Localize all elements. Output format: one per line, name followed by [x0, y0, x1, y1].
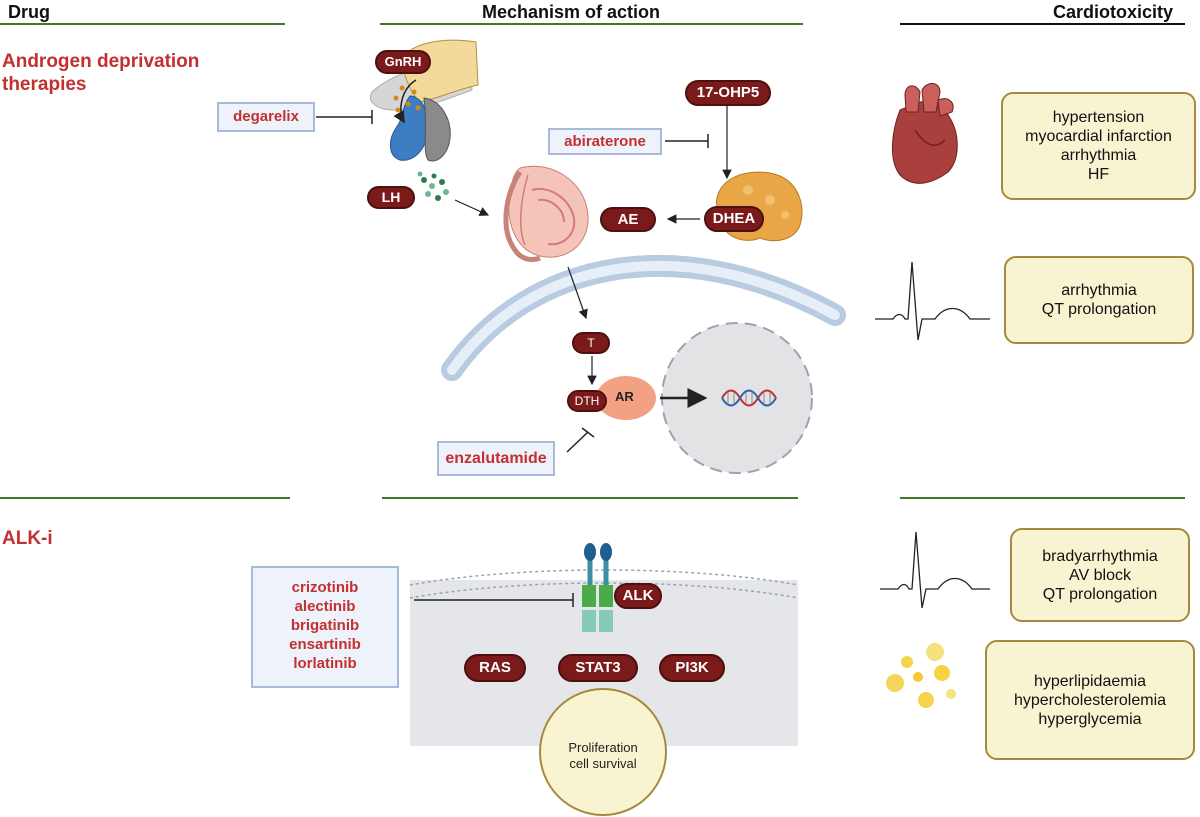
- outcome-line-2: cell survival: [569, 756, 637, 771]
- toxicity-item: myocardial infarction: [1025, 128, 1172, 145]
- dhea-pill: DHEA: [704, 206, 764, 232]
- enzalutamide-box: enzalutamide: [437, 441, 555, 476]
- alk-drug-item: crizotinib: [291, 579, 359, 596]
- ar-label: AR: [615, 389, 634, 404]
- toxicity-item: hyperglycemia: [1038, 710, 1142, 728]
- alk-inhibitor-drugs-box: crizotinib alectinib brigatinib ensartin…: [251, 566, 399, 688]
- drug-header-divider: [0, 23, 285, 25]
- toxicity-item: AV block: [1069, 566, 1131, 584]
- mechanism-header-divider: [380, 23, 803, 25]
- pi3k-pill: PI3K: [659, 654, 725, 682]
- adt-title-line2: therapies: [2, 74, 87, 95]
- lh-particles: [417, 171, 449, 201]
- toxicity-item: arrhythmia: [1061, 282, 1137, 299]
- lh-pill: LH: [367, 186, 415, 209]
- toxicity-item: HF: [1087, 166, 1110, 183]
- toxicity-item: hypercholesterolemia: [1013, 691, 1167, 709]
- dth-pill: DTH: [567, 390, 607, 412]
- alk-pill: ALK: [614, 583, 662, 609]
- outcome-line-1: Proliferation: [568, 740, 638, 755]
- ohp-pill: 17-OHP5: [685, 80, 771, 106]
- testis-icon: [503, 165, 589, 263]
- section-divider-right: [900, 497, 1185, 499]
- drug-column-header: Drug: [8, 2, 50, 22]
- toxicity-item: hyperlipidaemia: [1033, 672, 1147, 690]
- toxicity-item: QT prolongation: [1042, 585, 1158, 603]
- toxicity-item: QT prolongation: [1041, 301, 1157, 318]
- alk-drug-item: ensartinib: [289, 636, 361, 653]
- adt-section-title: Androgen deprivation therapies: [2, 50, 199, 96]
- androgen-receptor-shape: [596, 376, 656, 420]
- toxicity-item: bradyarrhythmia: [1042, 547, 1158, 565]
- heart-icon: [891, 83, 958, 184]
- t-pill: T: [572, 332, 610, 354]
- section-divider-left: [0, 497, 290, 499]
- ras-pill: RAS: [464, 654, 526, 682]
- mechanism-column-header: Mechanism of action: [482, 2, 661, 22]
- alk-section-title: ALK-i: [2, 528, 53, 549]
- cardiotoxicity-column-header: Cardiotoxicity: [1053, 2, 1174, 22]
- adt-toxicity-box-2: arrhythmia QT prolongation: [1004, 256, 1194, 344]
- section-divider-middle: [382, 497, 798, 499]
- alk-toxicity-box-1: bradyarrhythmia AV block QT prolongation: [1010, 528, 1190, 622]
- cardiotoxicity-header-divider: [900, 23, 1185, 25]
- abiraterone-box: abiraterone: [548, 128, 662, 155]
- alk-drug-item: lorlatinib: [293, 655, 357, 672]
- dna-icon: [721, 389, 777, 407]
- lipid-droplets-icon: [886, 643, 956, 708]
- adt-title-line1: Androgen deprivation: [2, 51, 200, 72]
- alk-receptor-icon: [582, 543, 613, 632]
- ecg-trace-icon-alk: [880, 531, 990, 609]
- ecg-trace-icon: [875, 261, 990, 341]
- gnrh-pill: GnRH: [375, 50, 431, 74]
- alk-toxicity-box-2: hyperlipidaemia hypercholesterolemia hyp…: [985, 640, 1195, 760]
- ae-pill: AE: [600, 207, 656, 232]
- outcome-circle: [539, 688, 667, 816]
- toxicity-item: hypertension: [1052, 109, 1145, 126]
- outcome-text: Proliferation cell survival: [548, 740, 658, 772]
- alk-drug-item: brigatinib: [290, 617, 360, 634]
- alk-drug-item: alectinib: [294, 598, 356, 615]
- stat3-pill: STAT3: [558, 654, 638, 682]
- toxicity-item: arrhythmia: [1060, 147, 1137, 164]
- adt-toxicity-box-1: hypertension myocardial infarction arrhy…: [1001, 92, 1196, 200]
- degarelix-box: degarelix: [217, 102, 315, 132]
